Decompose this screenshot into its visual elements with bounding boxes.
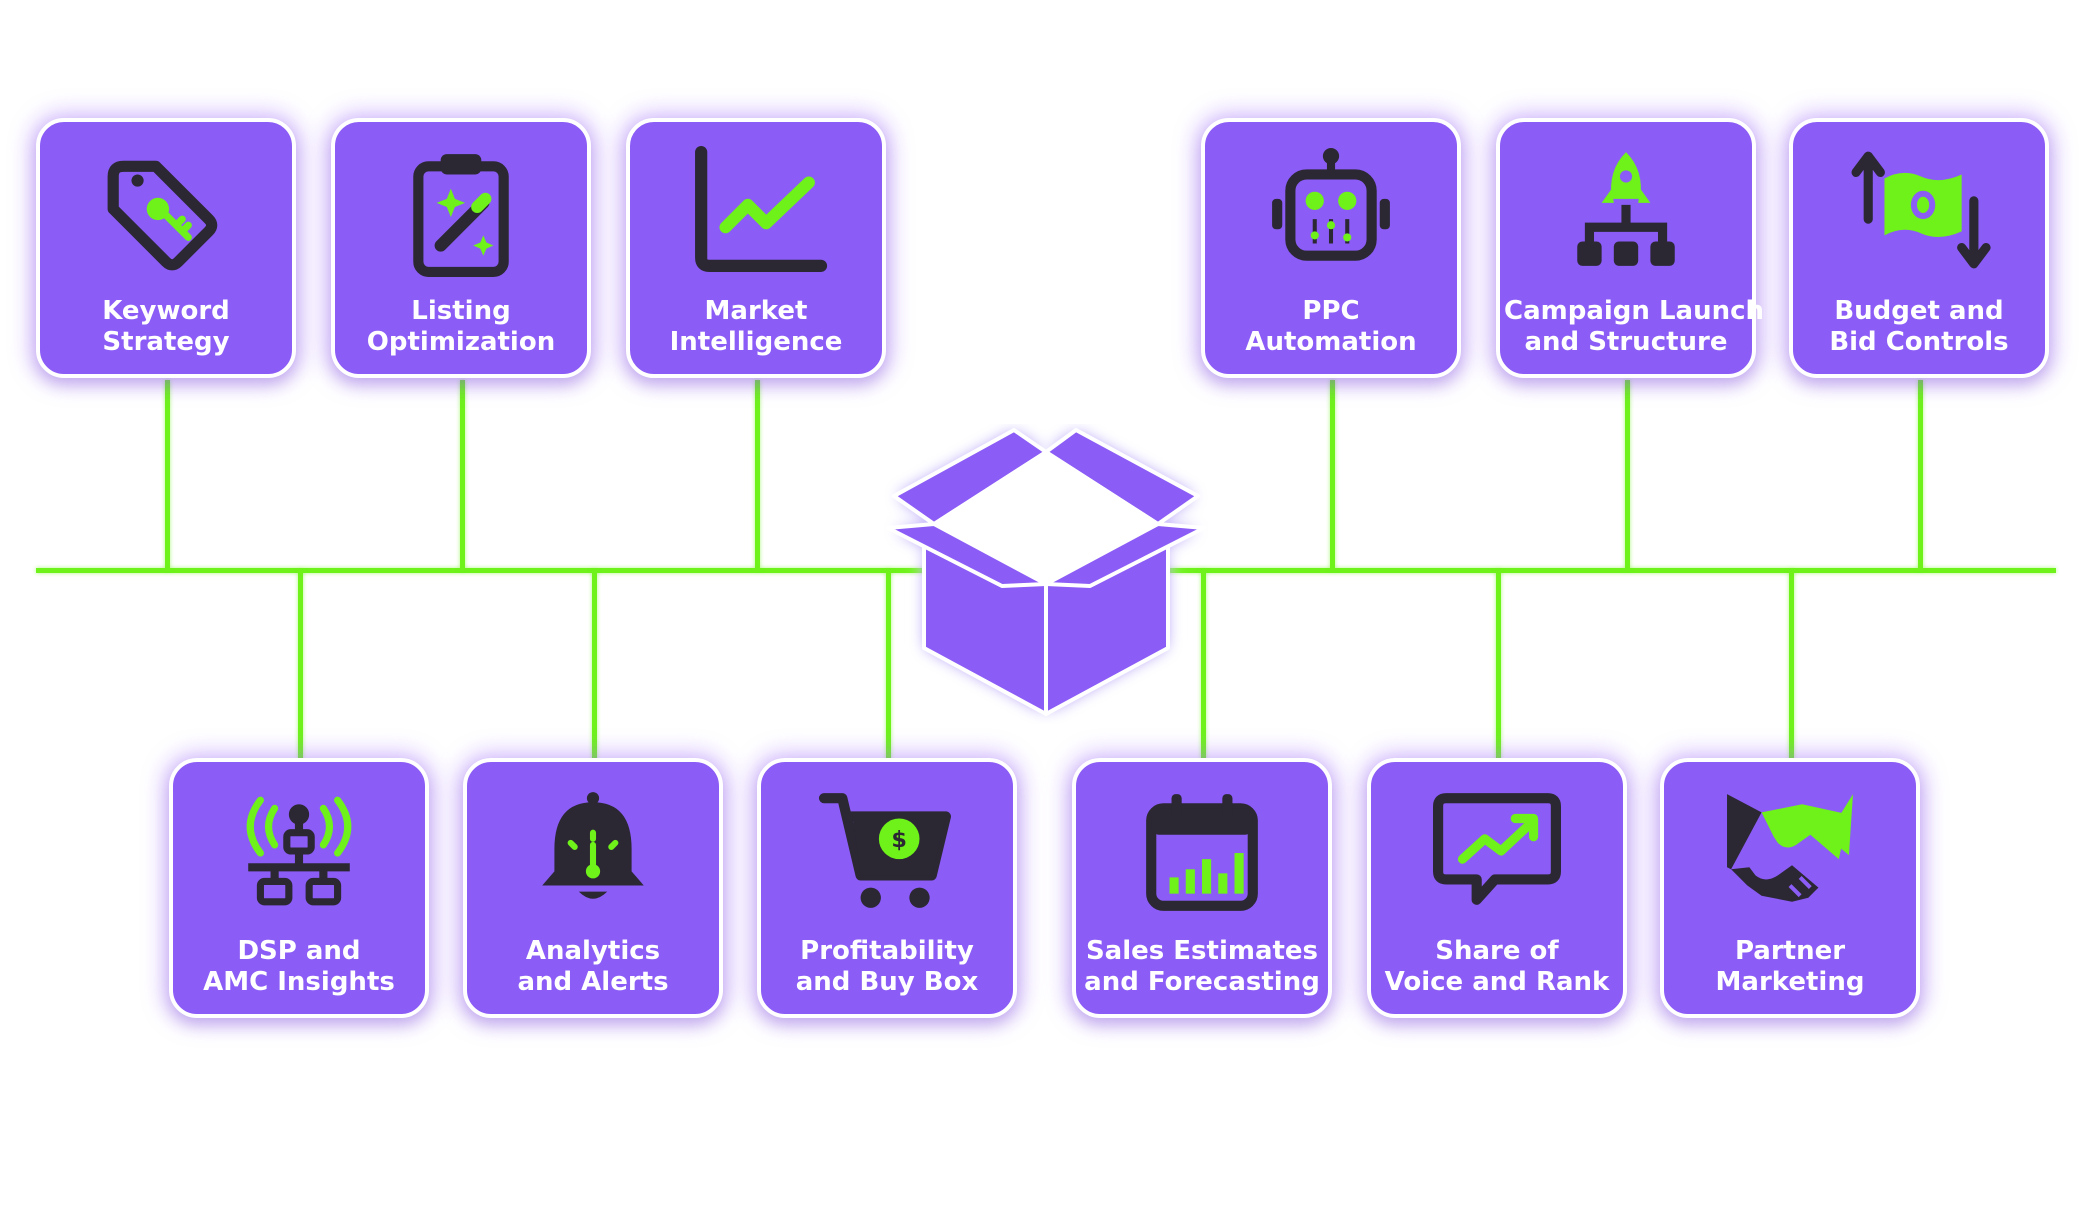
trend-line-chart-icon xyxy=(630,146,882,274)
feature-card-label-line2: Strategy xyxy=(102,327,230,357)
feature-card-label-line1: Budget and xyxy=(1834,296,2004,326)
feature-card-label-line1: Partner xyxy=(1734,936,1846,966)
connector-analytics-alerts xyxy=(592,570,597,760)
feature-card-label-line1: Share of xyxy=(1435,936,1559,966)
connector-campaign-launch xyxy=(1625,380,1630,570)
connector-keyword-strategy xyxy=(165,380,170,570)
feature-card-label-line1: Sales Estimates xyxy=(1085,936,1319,966)
feature-card-label-line2: Marketing xyxy=(1715,967,1865,997)
connector-budget-bid-controls xyxy=(1918,380,1923,570)
feature-card-label-line1: PPC xyxy=(1302,296,1360,326)
feature-card-label-line2: and Forecasting xyxy=(1084,967,1320,997)
network-signal-icon xyxy=(173,788,425,914)
feature-card-label-line1: Campaign Launch xyxy=(1504,296,1765,326)
feature-card-label-line1: Analytics xyxy=(525,936,661,966)
feature-card-label-line2: and Structure xyxy=(1524,327,1728,357)
feature-card-label-line1: Profitability xyxy=(800,936,974,966)
feature-card-label-line1: Listing xyxy=(411,296,511,326)
money-arrows-icon xyxy=(1793,148,2045,274)
open-box-icon xyxy=(884,424,1208,724)
connector-market-intelligence xyxy=(755,380,760,570)
clipboard-magic-wand-icon xyxy=(335,148,587,278)
feature-card-label-line2: Optimization xyxy=(366,327,556,357)
handshake-icon xyxy=(1664,788,1916,914)
connector-dsp-amc-insights xyxy=(298,570,303,760)
chat-trend-icon xyxy=(1371,788,1623,914)
feature-card-label-line2: Automation xyxy=(1245,327,1417,357)
calendar-bar-chart-icon xyxy=(1076,788,1328,914)
connector-listing-optimization xyxy=(460,380,465,570)
connector-ppc-automation xyxy=(1330,380,1335,570)
feature-card-label-line2: AMC Insights xyxy=(203,967,395,997)
rocket-hierarchy-icon xyxy=(1500,148,1752,274)
robot-icon xyxy=(1205,148,1457,274)
shopping-cart-dollar-icon: $ xyxy=(761,788,1013,914)
feature-card-label-line2: Voice and Rank xyxy=(1384,967,1610,997)
connector-profitability-buy-box xyxy=(886,570,891,760)
svg-text:$: $ xyxy=(891,827,907,853)
feature-card-label-line1: Keyword xyxy=(102,296,230,326)
feature-card-label-line2: Intelligence xyxy=(669,327,843,357)
feature-card-label-line1: Market xyxy=(704,296,808,326)
connector-partner-marketing xyxy=(1789,570,1794,760)
connector-sales-forecasting xyxy=(1201,570,1206,760)
bell-gauge-icon xyxy=(467,788,719,914)
feature-card-label-line2: Bid Controls xyxy=(1829,327,2009,357)
key-tag-icon xyxy=(40,148,292,274)
feature-card-label-line2: and Alerts xyxy=(517,967,669,997)
feature-card-label-line1: DSP and xyxy=(237,936,361,966)
connector-share-of-voice xyxy=(1496,570,1501,760)
feature-card-label-line2: and Buy Box xyxy=(795,967,979,997)
